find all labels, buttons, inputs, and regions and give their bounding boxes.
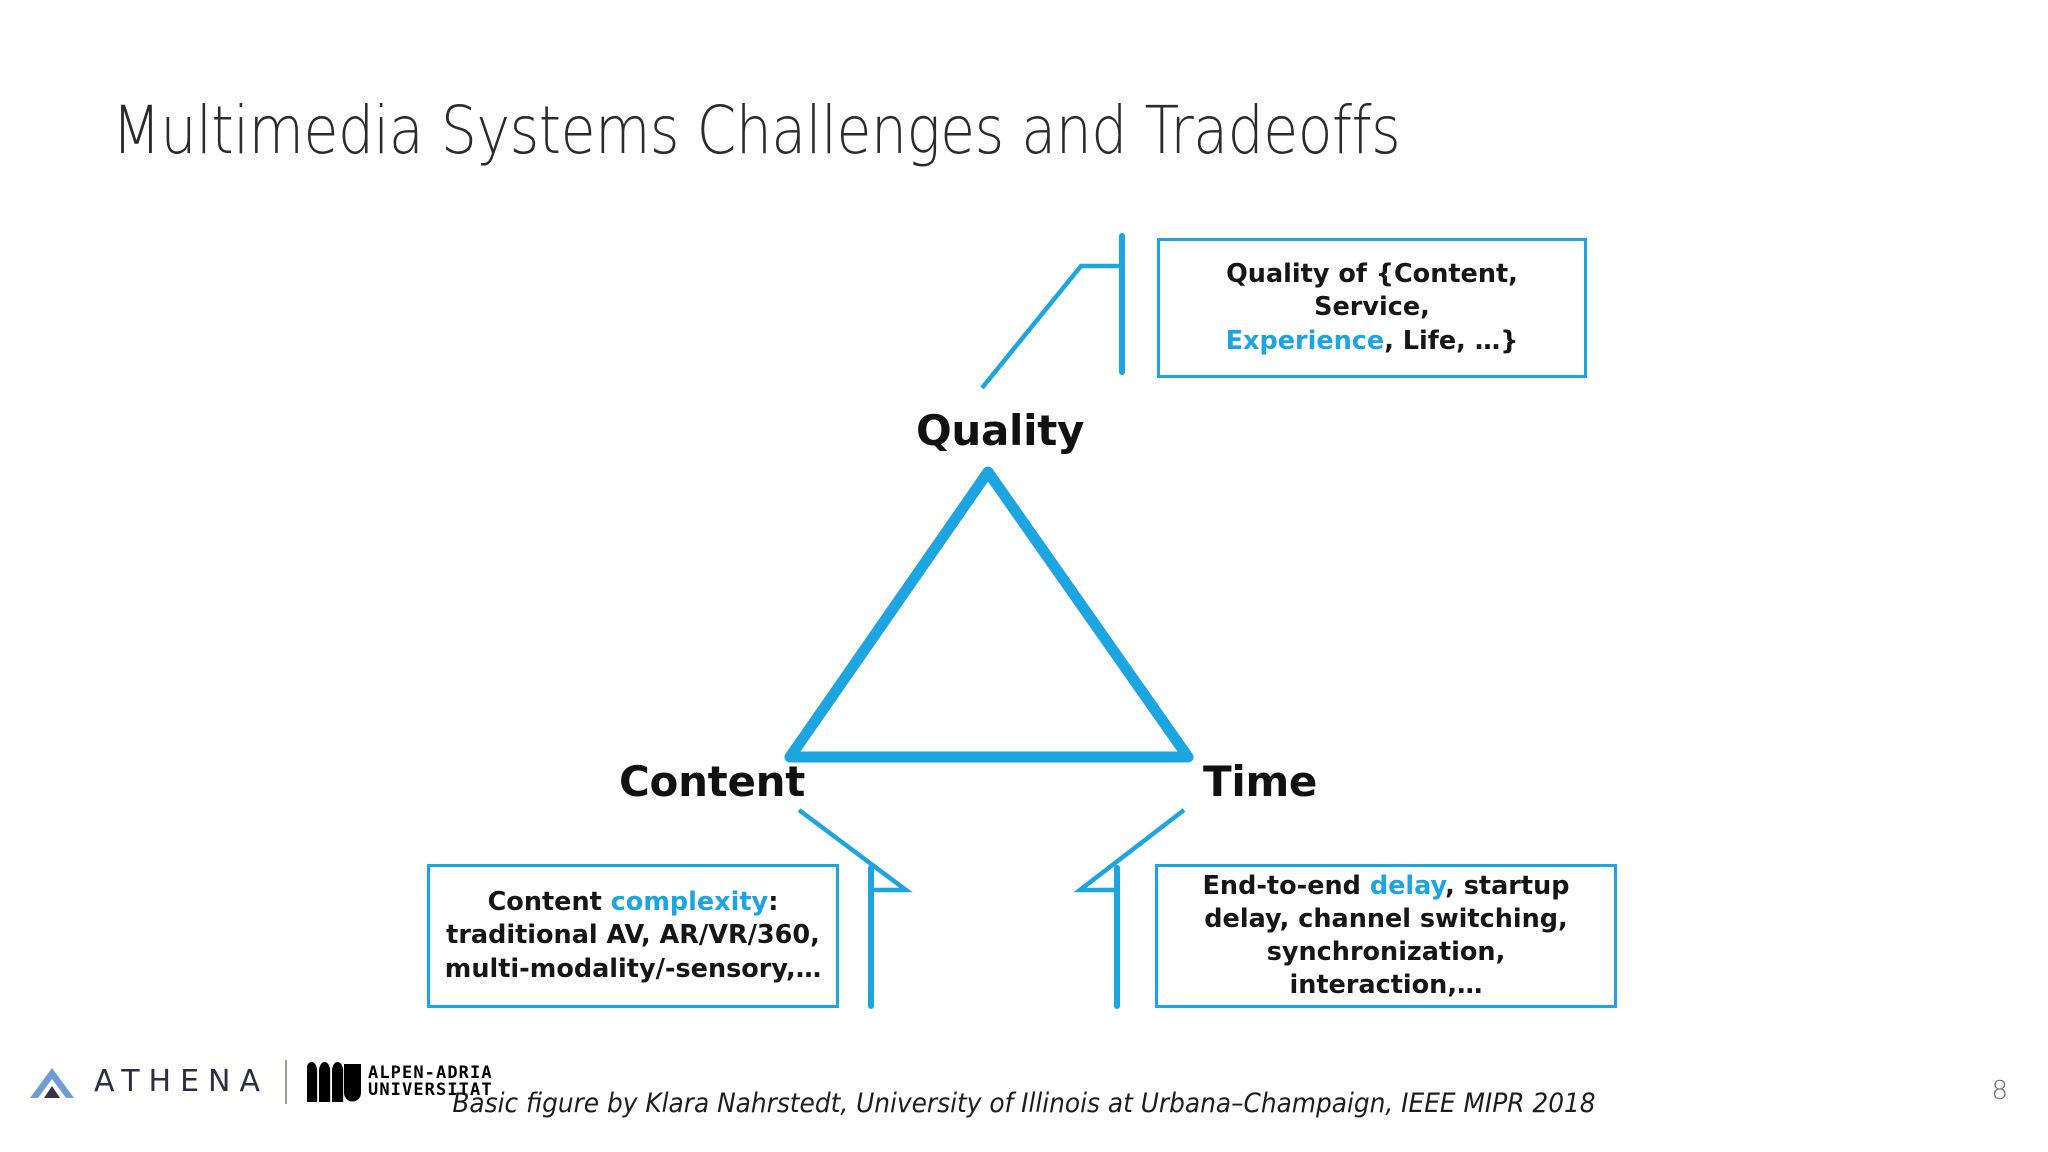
aau-wordmark-line1: ALPEN-ADRIA	[368, 1062, 493, 1083]
vertex-label-time: Time	[1203, 757, 1318, 806]
callout-highlight-text: Experience	[1225, 325, 1385, 356]
logo-bar: ATHENA ALPEN-ADRIA UNIVERSITAT	[26, 1052, 493, 1112]
vertex-label-content: Content	[619, 757, 806, 806]
callout-text: synchronization, interaction,…	[1266, 937, 1506, 1001]
callout-box-content: Content complexity:traditional AV, AR/VR…	[427, 864, 839, 1008]
page-title: Multimedia Systems Challenges and Tradeo…	[112, 92, 1401, 169]
callout-text: :	[768, 887, 779, 918]
athena-wordmark: ATHENA	[94, 1064, 269, 1099]
athena-chevron-icon	[30, 1068, 74, 1098]
aau-wordmark-line2: UNIVERSITAT	[368, 1080, 493, 1100]
callout-text: multi-modality/-sensory,…	[444, 953, 822, 984]
callout-highlight-text: complexity	[610, 887, 769, 918]
callout-text: Quality of {Content, Service,	[1226, 259, 1518, 323]
callout-text: delay, channel switching,	[1204, 903, 1568, 934]
aau-bars-icon	[307, 1062, 361, 1102]
quality-leader-line	[980, 233, 1125, 390]
tradeoff-triangle	[784, 466, 1194, 763]
figure-credit: Basic figure by Klara Nahrstedt, Univers…	[452, 1088, 1596, 1119]
logo-divider	[285, 1060, 287, 1104]
callout-text: , Life, …}	[1384, 325, 1519, 356]
callout-highlight-text: delay	[1369, 870, 1446, 901]
vertex-label-quality: Quality	[916, 406, 1085, 455]
page-number: 8	[1991, 1076, 2008, 1106]
callout-text: End-to-end	[1202, 870, 1370, 901]
aau-logo: ALPEN-ADRIA UNIVERSITAT	[307, 1062, 493, 1102]
aau-wordmark: ALPEN-ADRIA UNIVERSITAT	[368, 1062, 493, 1100]
callout-text: , startup	[1445, 870, 1570, 901]
callout-box-quality: Quality of {Content, Service,Experience,…	[1157, 238, 1587, 378]
callout-text: traditional AV, AR/VR/360,	[446, 920, 820, 951]
callout-text: Content	[487, 887, 611, 918]
